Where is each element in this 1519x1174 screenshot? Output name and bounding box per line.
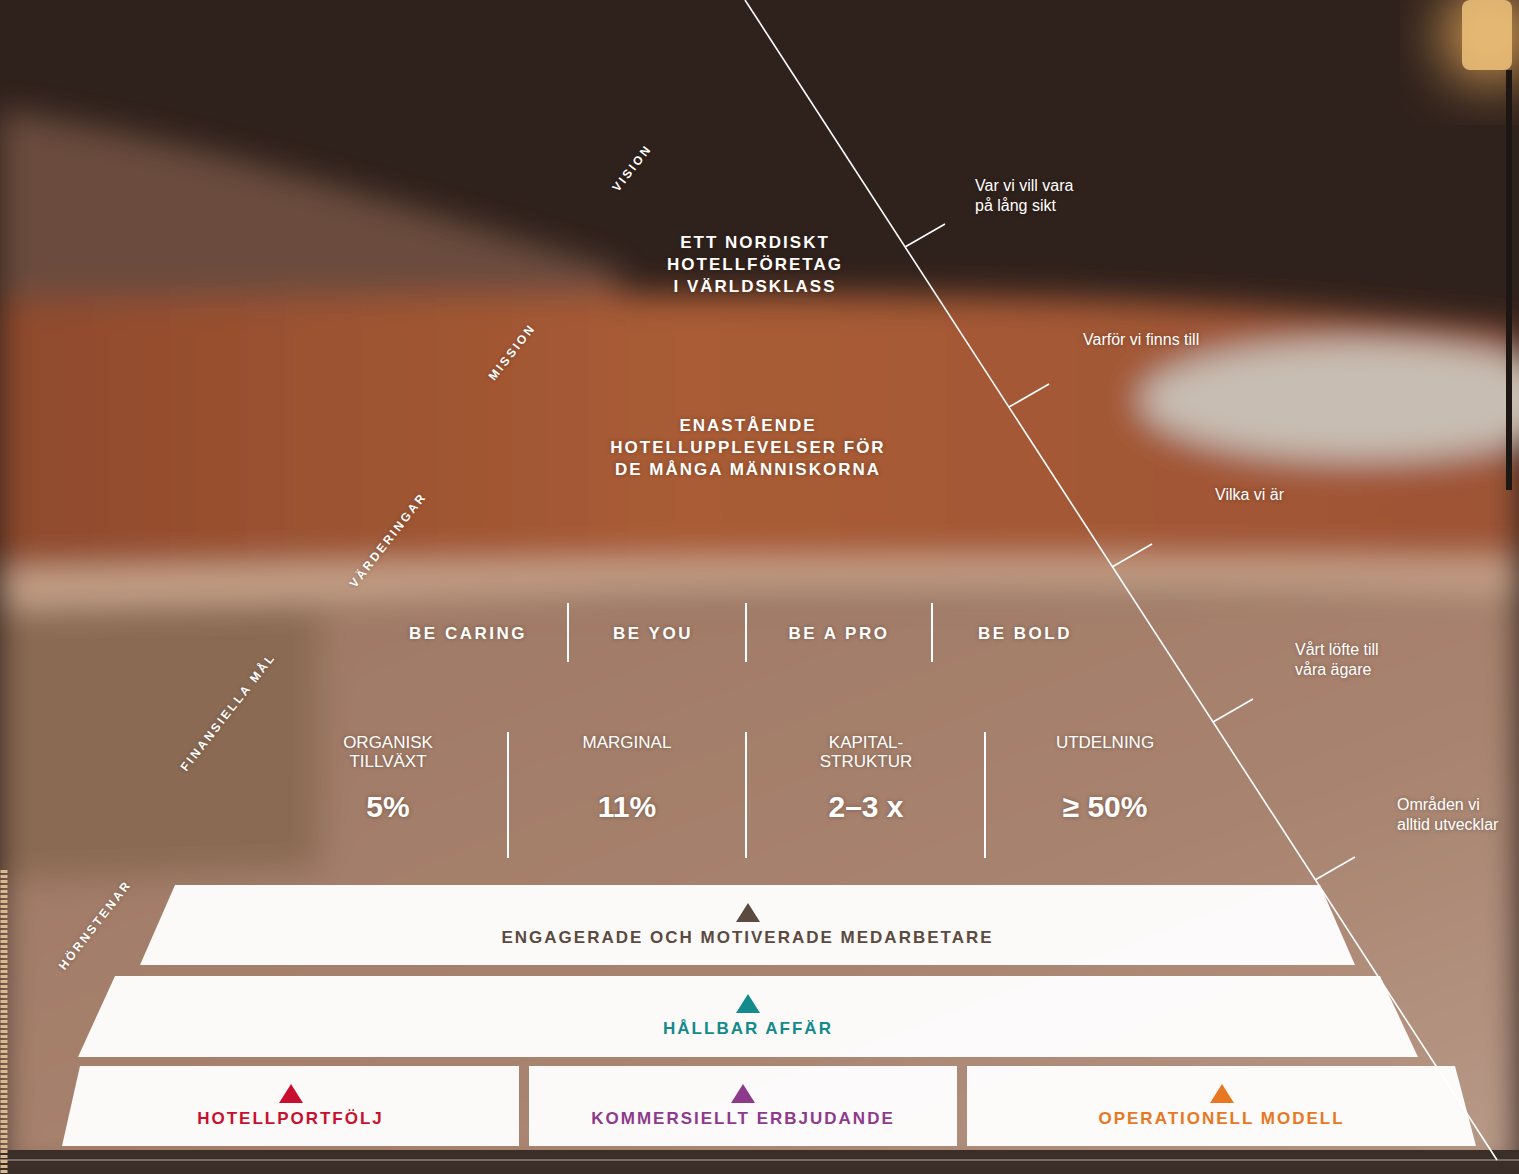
triangle-icon [1210,1084,1234,1103]
band-content: HOTELLPORTFÖLJ [62,1066,519,1146]
goal-value: 2–3 x [791,790,941,824]
band-shape [78,976,1418,1057]
goal-value: ≥ 50% [1030,790,1180,824]
cornerstone-box: HOTELLPORTFÖLJ [62,1066,519,1146]
mission-text: ENASTÅENDE HOTELLUPPLEVELSER FÖR DE MÅNG… [603,415,893,481]
band-content: HÅLLBAR AFFÄR [78,976,1418,1057]
band-shape [140,885,1355,965]
cornerstone-box: OPERATIONELL MODELL [967,1066,1476,1146]
goal-heading: ORGANISK TILLVÄXT [333,733,443,771]
band-content: OPERATIONELL MODELL [967,1066,1476,1146]
value-text: BE CARING [378,624,558,644]
band-shape [62,1066,519,1146]
triangle-icon [736,994,760,1013]
band-text: OPERATIONELL MODELL [1098,1109,1344,1129]
band-text: KOMMERSIELLT ERBJUDANDE [591,1109,895,1129]
level-name: HÖRNSTENAR [56,877,135,972]
goal-heading: UTDELNING [1035,733,1175,752]
level-note: Varför vi finns till [1083,330,1199,350]
band-content: ENGAGERADE OCH MOTIVERADE MEDARBETARE [140,885,1355,965]
level-name: VÄRDERINGAR [347,490,430,591]
cornerstone-band: ENGAGERADE OCH MOTIVERADE MEDARBETARE [140,885,1355,965]
goal-value: 11% [552,790,702,824]
level-note: Områden vi alltid utvecklar [1397,795,1507,835]
cornerstone-box: KOMMERSIELLT ERBJUDANDE [529,1066,957,1146]
band-text: HÅLLBAR AFFÄR [663,1019,833,1039]
cornerstone-band: HÅLLBAR AFFÄR [78,976,1418,1057]
band-text: HOTELLPORTFÖLJ [197,1109,384,1129]
band-shape [529,1066,957,1146]
triangle-icon [731,1084,755,1103]
triangle-icon [279,1084,303,1103]
level-note: Vårt löfte till våra ägare [1295,640,1395,680]
band-text: ENGAGERADE OCH MOTIVERADE MEDARBETARE [501,928,993,948]
tick-marks [905,224,1355,880]
band-content: KOMMERSIELLT ERBJUDANDE [529,1066,957,1146]
level-note: Var vi vill vara på lång sikt [975,176,1090,216]
value-text: BE A PRO [754,624,924,644]
triangle-icon [736,903,760,922]
column-dividers [508,603,985,858]
value-text: BE YOU [568,624,738,644]
level-name: FINANSIELLA MÅL [178,650,279,773]
band-shape [967,1066,1476,1146]
value-text: BE BOLD [940,624,1110,644]
goal-value: 5% [313,790,463,824]
goal-heading: MARGINAL [562,733,692,752]
goal-heading: KAPITAL- STRUKTUR [811,733,921,771]
level-name: VISION [609,142,654,195]
vision-text: ETT NORDISKT HOTELLFÖRETAG I VÄRLDSKLASS [663,232,848,298]
level-name: MISSION [485,321,538,383]
level-note: Vilka vi är [1215,485,1284,505]
